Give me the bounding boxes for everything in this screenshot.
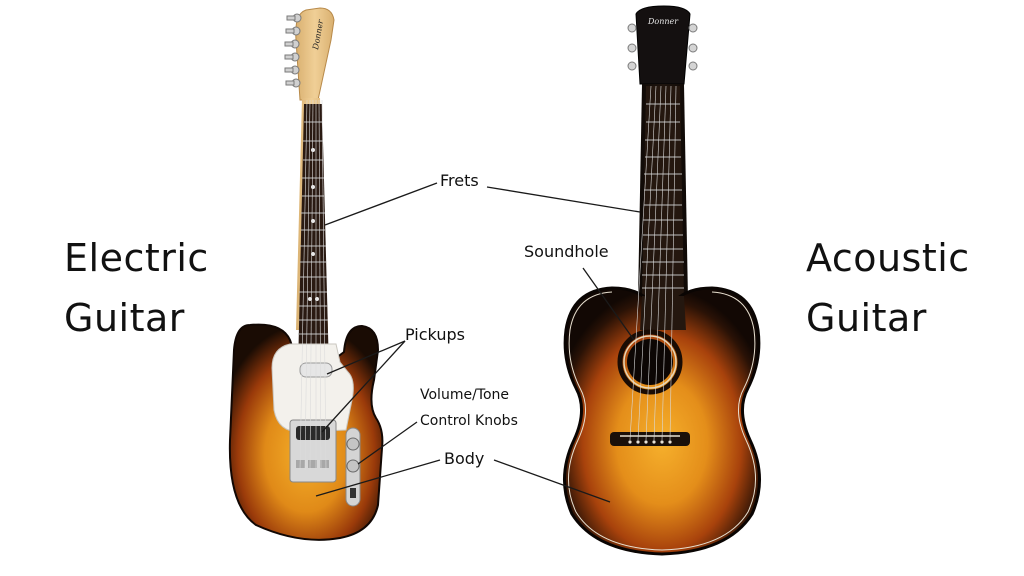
acoustic-rosette (617, 329, 683, 395)
frets-label: Frets (440, 171, 479, 190)
electric-title-line1: Electric (64, 236, 209, 280)
acoustic-bridge (610, 432, 690, 446)
acoustic-title-line1: Acoustic (806, 236, 970, 280)
acoustic-title-line2: Guitar (806, 296, 927, 340)
pickups-leader-neck (326, 340, 406, 375)
knobs-leader (357, 421, 418, 465)
soundhole-leader (582, 267, 635, 341)
control-knobs-label: Control Knobs (420, 413, 518, 429)
acoustic-soundhole (627, 339, 673, 385)
body-label: Body (444, 449, 485, 468)
electric-pickguard (271, 343, 354, 433)
pickups-label: Pickups (405, 325, 465, 344)
electric-volume-knob (346, 437, 360, 451)
body-leader-electric (315, 459, 441, 497)
pickups-leader-bridge (321, 340, 406, 433)
acoustic-bridge-pins (628, 440, 672, 444)
electric-guitar: Donner (228, 7, 384, 541)
acoustic-fretboard (642, 86, 684, 300)
body-leader-acoustic (493, 459, 611, 503)
electric-guitar-title: Electric Guitar (64, 228, 209, 348)
electric-bridge-pickup (296, 426, 330, 440)
acoustic-rosette-ring (623, 335, 677, 389)
acoustic-tuners (627, 23, 698, 71)
electric-title-line2: Guitar (64, 296, 185, 340)
acoustic-guitar: Donner (562, 5, 762, 556)
frets-leader-acoustic (486, 186, 641, 213)
frets-leader-electric (324, 182, 438, 226)
electric-headstock (295, 7, 335, 101)
electric-tuners (284, 13, 302, 88)
acoustic-binding (567, 291, 757, 551)
acoustic-strings (629, 85, 677, 441)
soundhole-label: Soundhole (524, 242, 609, 261)
volume-tone-label: Volume/Tone (420, 387, 510, 403)
acoustic-headstock (635, 5, 691, 85)
electric-tone-knob (346, 459, 360, 473)
electric-strings (299, 99, 327, 471)
electric-saddles (296, 460, 329, 468)
acoustic-body (562, 286, 762, 556)
electric-selector-switch (350, 488, 356, 498)
acoustic-guitar-title: Acoustic Guitar (806, 228, 970, 348)
acoustic-headstock-logo: Donner (647, 17, 679, 26)
leader-lines (315, 182, 641, 503)
acoustic-neck-extension (640, 296, 686, 330)
